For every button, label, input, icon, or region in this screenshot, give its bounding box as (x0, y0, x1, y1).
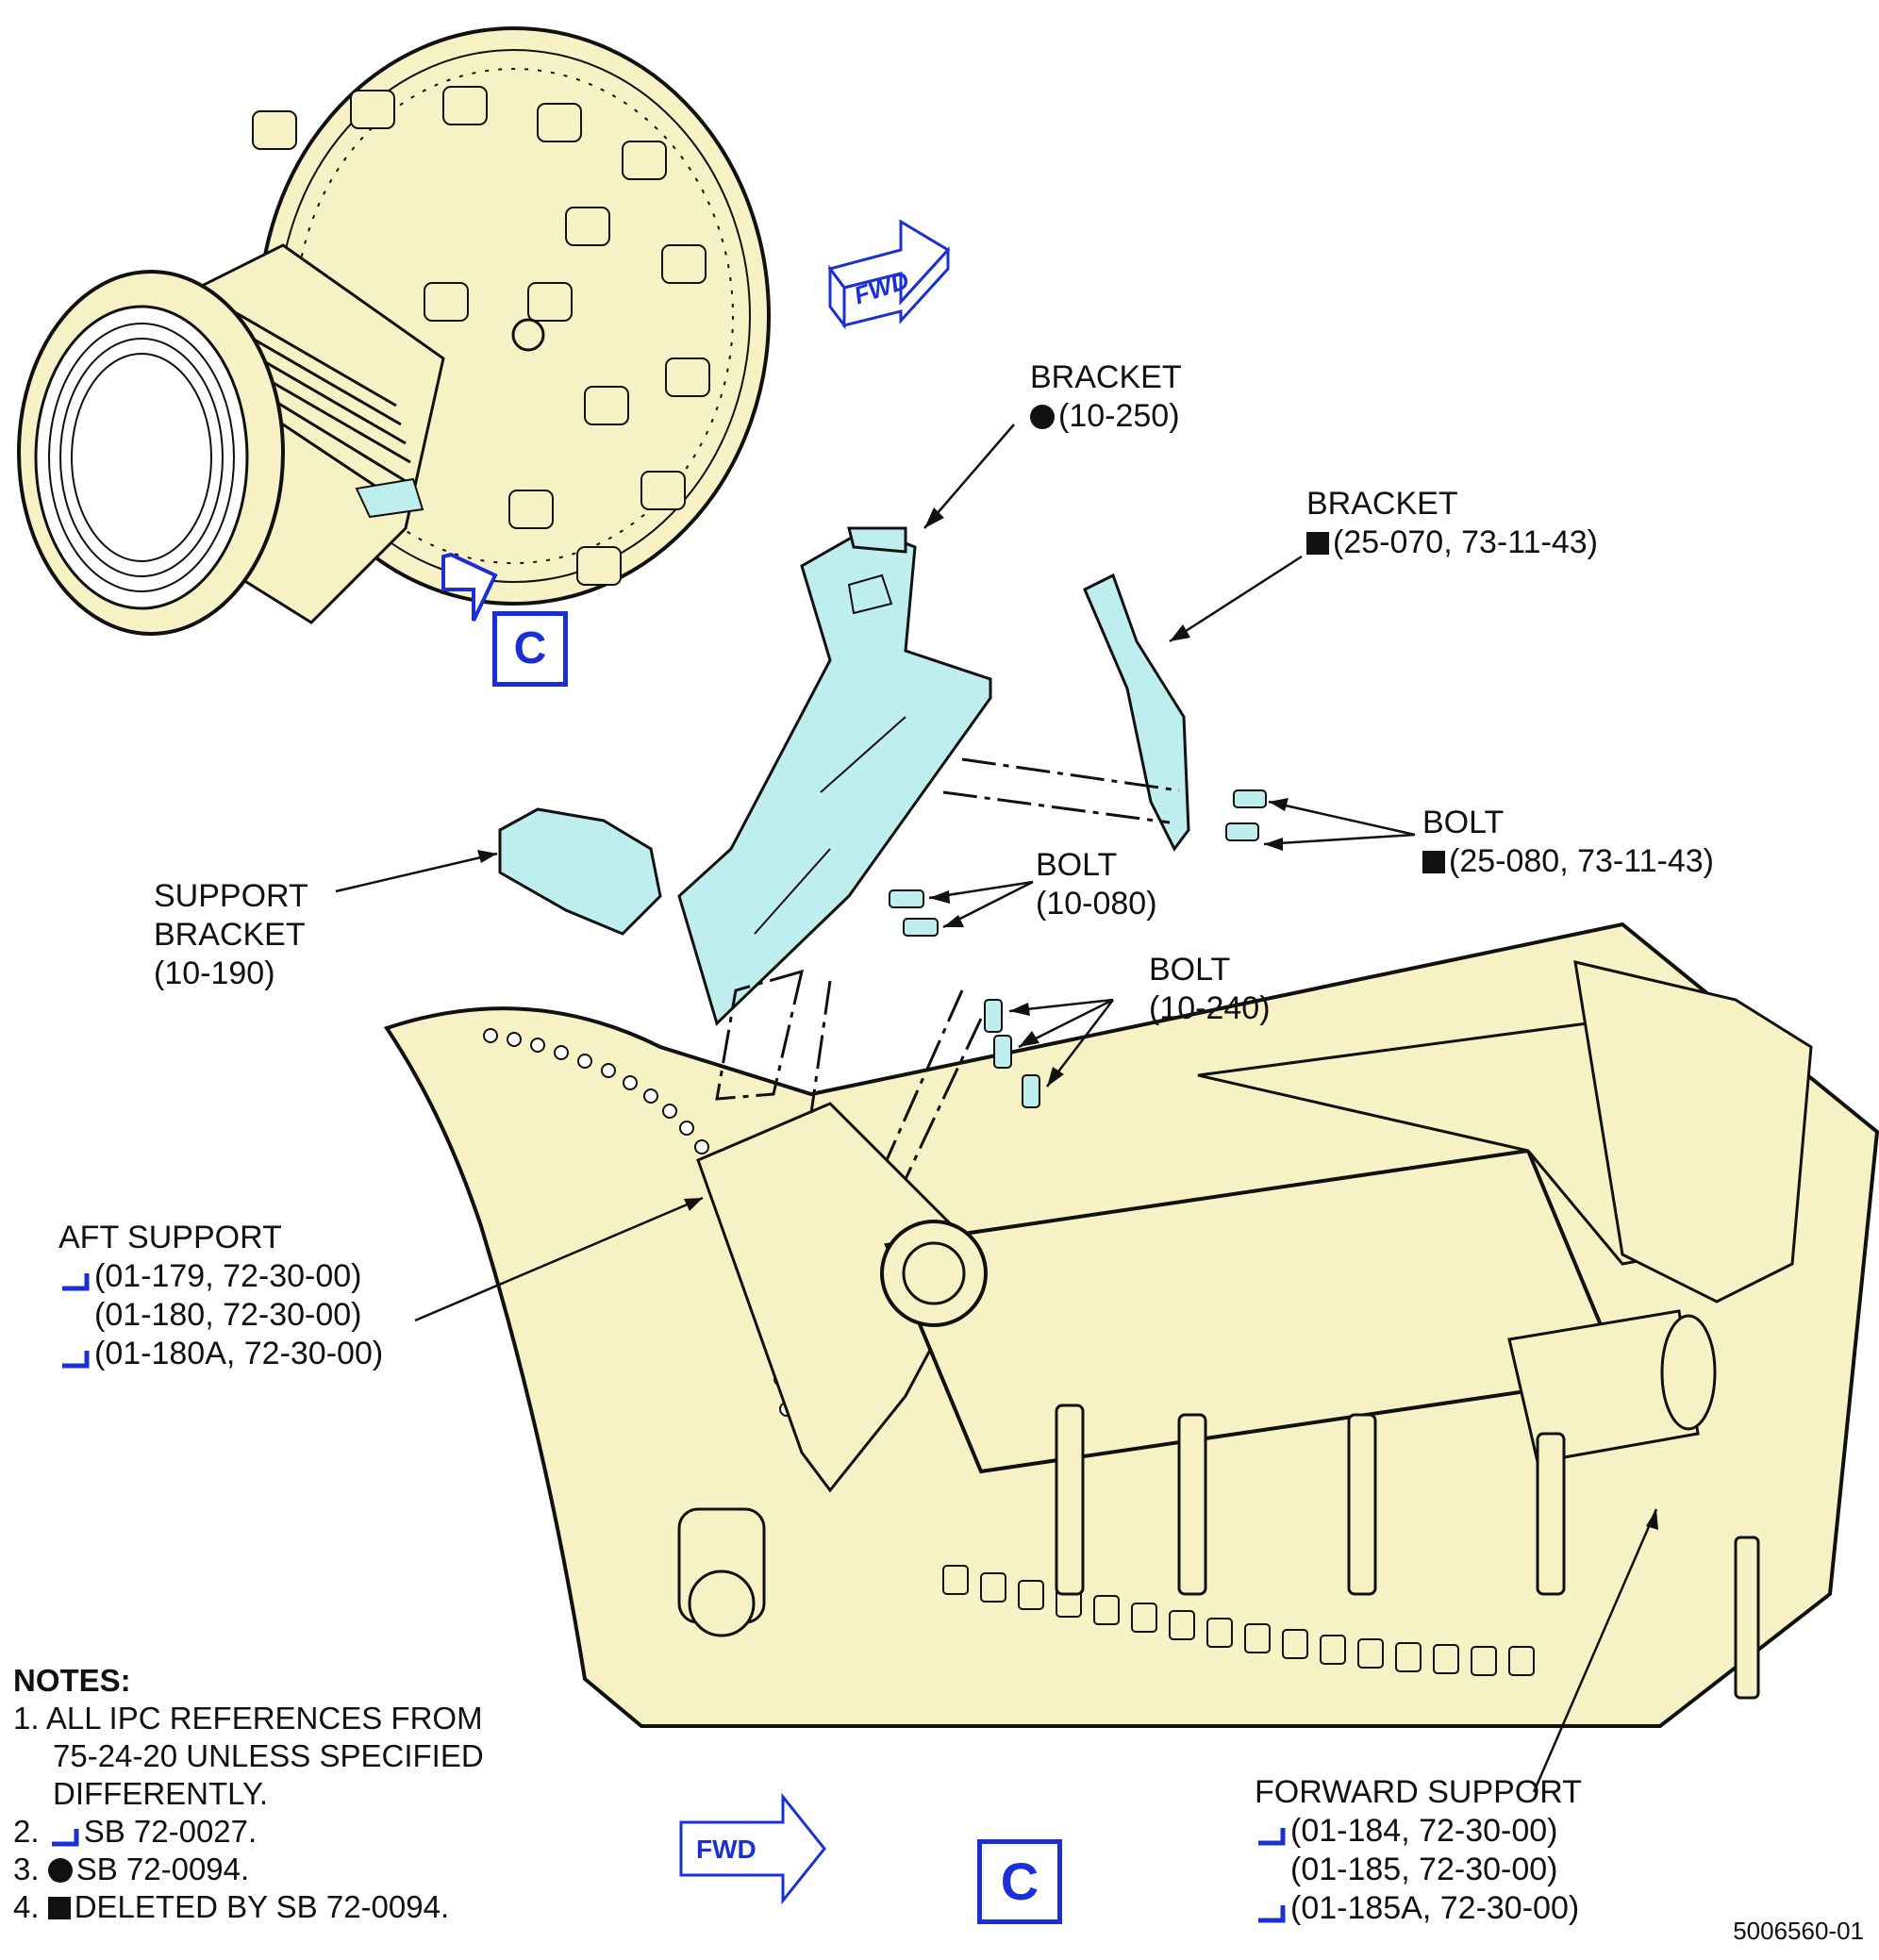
sb-72-0027-icon (58, 1271, 92, 1292)
square-symbol-icon (1306, 532, 1329, 555)
note-3: 3. SB 72-0094. (13, 1852, 250, 1886)
bottom-fwd-arrow-shape (679, 1792, 826, 1905)
sb-72-0027-icon (58, 1349, 92, 1370)
label-aft-support: AFT SUPPORT (01-179, 72-30-00) (01-180, … (58, 1220, 384, 1371)
sb-72-0027-icon (1255, 1826, 1289, 1847)
figure-id: 5006560-01 (1733, 1917, 1864, 1945)
exploded-parts (498, 526, 1190, 1026)
detail-c-callout-top: C (492, 611, 568, 687)
label-bolt-10-240: BOLT (10-240) (1149, 952, 1271, 1026)
square-symbol-icon (1422, 851, 1445, 873)
sb-72-0027-icon (1255, 1903, 1289, 1924)
note-1-cont: 75-24-20 UNLESS SPECIFIED (53, 1738, 484, 1773)
bottom-fwd-label: FWD (696, 1835, 757, 1864)
label-forward-support: FORWARD SUPPORT (01-184, 72-30-00) (01-1… (1255, 1774, 1582, 1926)
note-1: 1. ALL IPC REFERENCES FROM (13, 1701, 483, 1736)
top-fwd-arrow (827, 219, 951, 330)
label-bracket-10-250: BRACKET (10-250) (1030, 359, 1182, 434)
note-4: 4. DELETED BY SB 72-0094. (13, 1889, 450, 1924)
label-support-bracket: SUPPORT BRACKET (10-190) (154, 878, 308, 991)
circle-symbol-icon (1030, 405, 1055, 429)
note-1-cont-2: DIFFERENTLY. (53, 1776, 268, 1811)
label-bolt-10-080: BOLT (10-080) (1036, 847, 1157, 922)
square-symbol-icon (47, 1897, 71, 1919)
note-2: 2. SB 72-0027. (13, 1814, 258, 1849)
circle-symbol-icon (47, 1858, 73, 1883)
engine-overview (17, 26, 771, 636)
notes-title: NOTES: (13, 1663, 131, 1698)
label-bracket-25-070: BRACKET (25-070, 73-11-43) (1306, 486, 1598, 560)
engine-detail (383, 922, 1879, 1728)
sb-72-0027-icon (48, 1827, 82, 1848)
detail-c-callout-bottom: C (977, 1839, 1062, 1924)
label-bolt-25-080: BOLT (25-080, 73-11-43) (1422, 805, 1714, 879)
locator-arrow (441, 552, 498, 622)
notes-block: NOTES: 1. ALL IPC REFERENCES FROM 75-24-… (13, 1662, 484, 1926)
